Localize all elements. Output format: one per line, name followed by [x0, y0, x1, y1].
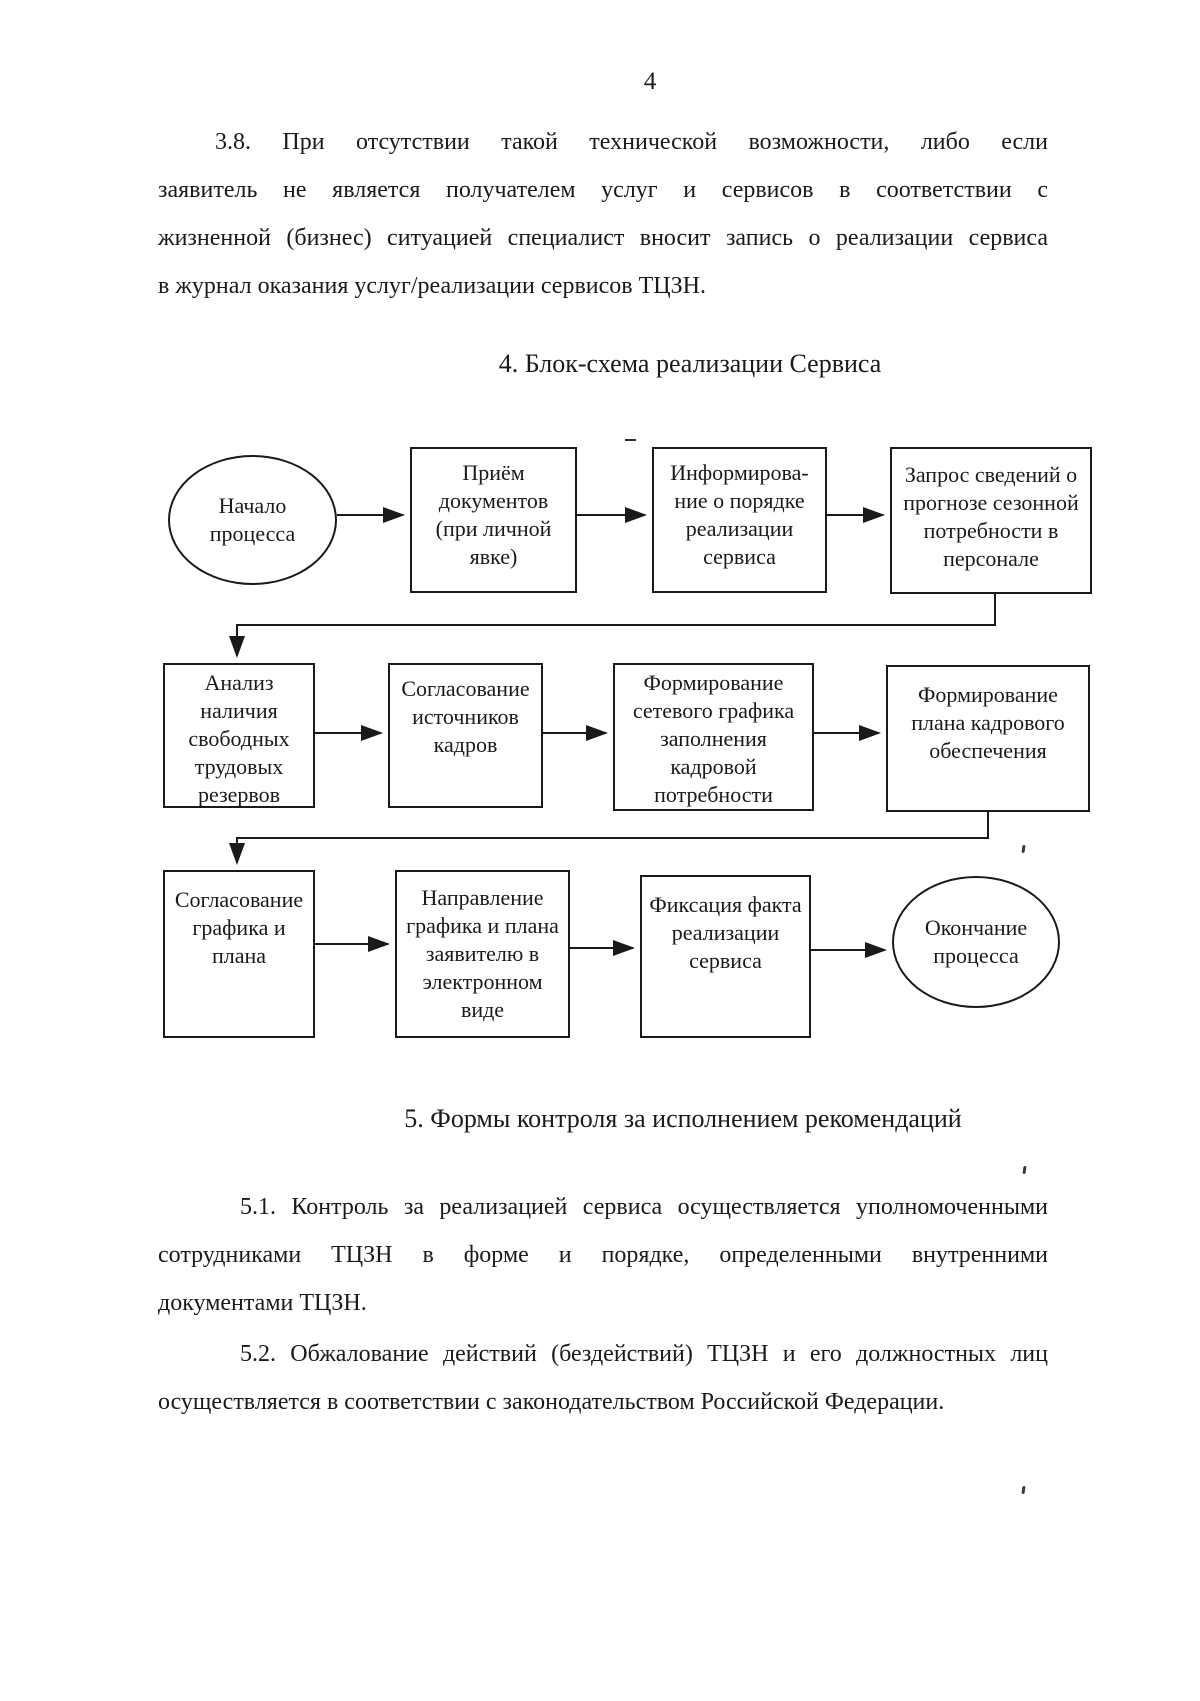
paragraph-line: сотрудниками ТЦЗН в форме и порядке, опр… — [158, 1242, 1048, 1268]
paragraph-line: 5.2. Обжалование действий (бездействий) … — [240, 1341, 1048, 1367]
paragraph-line: осуществляется в соответствии с законода… — [158, 1389, 945, 1415]
page-number: 4 — [643, 68, 657, 95]
flowchart-node-staff-sources-approval: Согласование источников кадров — [388, 663, 543, 808]
flowchart-connectors — [229, 507, 996, 958]
paragraph-line: документами ТЦЗН. — [158, 1290, 367, 1316]
scan-speck — [1021, 1485, 1026, 1495]
flowchart-end-node: Окончание процесса — [892, 876, 1060, 1008]
paragraph-line: в журнал оказания услуг/реализации серви… — [158, 273, 706, 299]
scan-dash-mark — [625, 439, 636, 441]
flowchart-node-document-intake: Приём документов (при личной явке) — [410, 447, 577, 593]
paragraph-line: 3.8. При отсутствии такой технической во… — [215, 129, 1048, 155]
flowchart-node-sending-to-applicant: Направление графика и плана заявителю в … — [395, 870, 570, 1038]
paragraph-5-2: 5.2. Обжалование действий (бездействий) … — [158, 1330, 1048, 1426]
flowchart-node-informing: Информирова- ние о порядке реализации се… — [652, 447, 827, 593]
flowchart-node-staffing-plan: Формирование плана кадрового обеспечения — [886, 665, 1090, 812]
flowchart-node-labor-reserve-analysis: Анализ наличия свободных трудовых резерв… — [163, 663, 315, 808]
flowchart-node-schedule-plan-approval: Согласование графика и плана — [163, 870, 315, 1038]
flowchart: Начало процесса Приём документов (при ли… — [163, 438, 1092, 1038]
flowchart-node-schedule-formation: Формирование сетевого графика заполнения… — [613, 663, 814, 811]
paragraph-line: 5.1. Контроль за реализацией сервиса осу… — [240, 1194, 1048, 1220]
flowchart-node-forecast-request: Запрос сведений о прогнозе сезонной потр… — [890, 447, 1092, 594]
paragraph-3-8: 3.8. При отсутствии такой технической во… — [158, 118, 1048, 310]
section-4-heading: 4. Блок-схема реализации Сервиса — [498, 349, 882, 378]
section-5-heading: 5. Формы контроля за исполнением рекомен… — [404, 1104, 962, 1133]
flowchart-node-service-fact-recording: Фиксация факта реализации сервиса — [640, 875, 811, 1038]
paragraph-line: жизненной (бизнес) ситуацией специалист … — [158, 225, 1048, 251]
paragraph-5-1: 5.1. Контроль за реализацией сервиса осу… — [158, 1183, 1048, 1327]
scan-speck — [1022, 1165, 1027, 1175]
flowchart-start-node: Начало процесса — [168, 455, 337, 585]
paragraph-line: заявитель не является получателем услуг … — [158, 177, 1048, 203]
